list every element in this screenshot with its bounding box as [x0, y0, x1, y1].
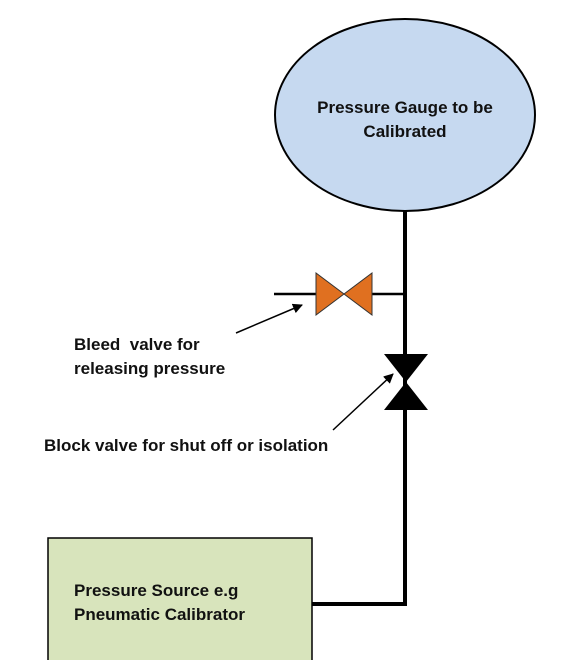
pressure-source-label-line1: Pressure Source e.g: [74, 581, 239, 600]
bleed-valve-label-line2: releasing pressure: [74, 359, 226, 378]
pressure-source-box: [47, 537, 313, 660]
pressure-gauge-label: Pressure Gauge to be Calibrated: [300, 96, 510, 144]
block-valve-label: Block valve for shut off or isolation: [44, 436, 329, 455]
bleed-valve-label-line1: Bleed valve for: [74, 335, 200, 354]
bleed-valve-pointer-arrow: [235, 303, 303, 334]
pressure-source-label-line2: Pneumatic Calibrator: [74, 605, 245, 624]
pressure-gauge-label-line2: Calibrated: [363, 122, 447, 141]
block-valve-icon: [384, 354, 428, 410]
bleed-valve-icon: [315, 272, 373, 316]
bleed-valve-label: Bleed valve for releasing pressure: [74, 333, 225, 381]
pressure-source-label: Pressure Source e.g Pneumatic Calibrator: [74, 579, 245, 627]
block-valve-pointer-arrow: [332, 373, 394, 431]
pressure-gauge-label-line1: Pressure Gauge to be: [317, 98, 493, 117]
